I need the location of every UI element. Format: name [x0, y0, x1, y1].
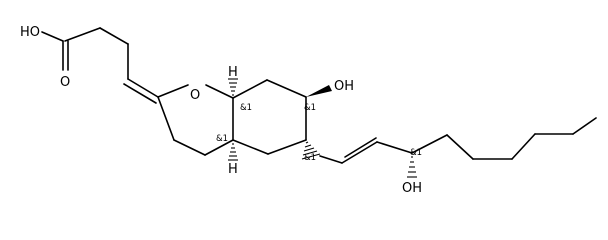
stereo-label: &1: [216, 134, 228, 144]
chain-hydroxyl-label: OH: [402, 181, 422, 196]
ring-hydroxyl-label: OH: [334, 79, 354, 94]
top-hydrogen-label: H: [228, 65, 238, 80]
acid-carbonyl-oxygen-label: O: [60, 75, 70, 90]
molecule-diagram: HO O O OH H H OH &1 &1 &1 &1 &1: [20, 25, 597, 196]
atom-labels: HO O O OH H H OH: [20, 25, 422, 196]
stereo-label: &1: [240, 103, 252, 113]
ring-oxygen-label: O: [190, 88, 200, 103]
pyran-ring: [157, 84, 234, 156]
acid-hydroxyl-label: HO: [20, 25, 40, 40]
bottom-hydrogen-label: H: [228, 162, 238, 177]
stereo-label: &1: [304, 153, 316, 163]
stereo-labels: &1 &1 &1 &1 &1: [216, 103, 422, 163]
stereo-label: &1: [304, 103, 316, 113]
side-chain: [319, 117, 597, 164]
stereo-label: &1: [410, 148, 422, 158]
acid-chain: [41, 27, 159, 104]
structure-svg: HO O O OH H H OH &1 &1 &1 &1 &1: [20, 25, 597, 196]
stereo-bonds: [228, 78, 417, 178]
cyclopentane-ring: [232, 79, 307, 155]
